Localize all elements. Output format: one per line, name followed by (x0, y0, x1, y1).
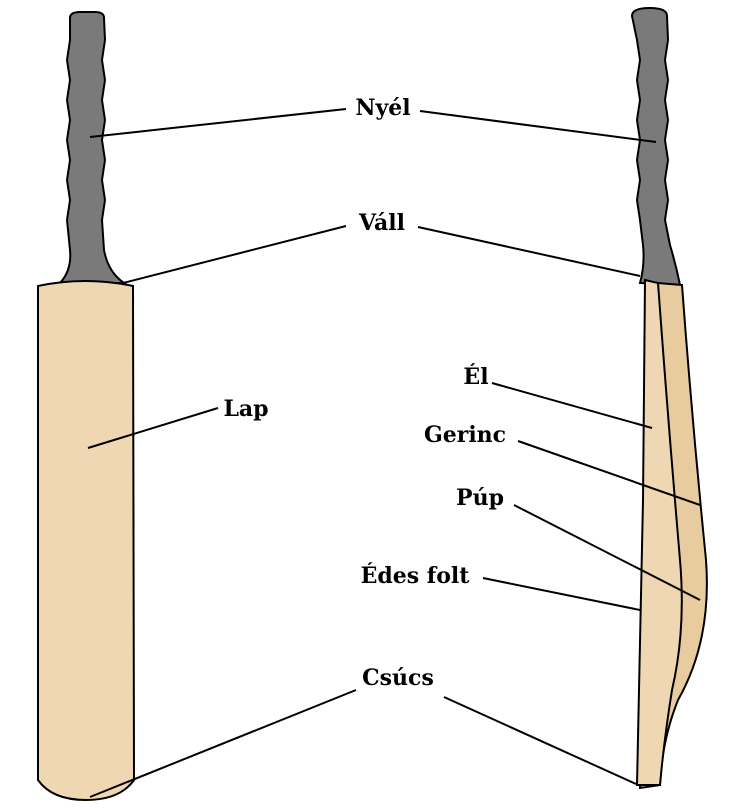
side-bat-handle (630, 6, 682, 287)
labels: Nyél Váll Lap Él Gerinc Púp Édes folt Cs… (223, 95, 506, 691)
leader-shoulder-left (122, 225, 347, 284)
leader-spine (517, 440, 701, 506)
leader-handle-right (419, 110, 657, 143)
label-edge: Él (463, 363, 488, 390)
leader-lines (87, 108, 701, 798)
leader-hump (513, 504, 701, 601)
leader-handle-left (89, 108, 347, 138)
leader-toe-left (89, 689, 357, 798)
leader-face (87, 407, 219, 449)
leader-edge (491, 382, 653, 429)
label-toe: Csúcs (362, 665, 434, 691)
leader-shoulder-right (417, 226, 641, 277)
front-bat-blade (37, 280, 136, 802)
leader-toe-right (443, 696, 637, 785)
leader-sweet-spot (482, 577, 641, 611)
label-shoulder: Váll (358, 210, 405, 236)
label-spine: Gerinc (424, 422, 506, 448)
front-bat-handle (57, 11, 128, 284)
side-view-bat (630, 6, 708, 790)
label-hump: Púp (456, 485, 504, 511)
label-handle: Nyél (355, 95, 410, 121)
side-bat-face-profile (635, 278, 683, 786)
label-sweet-spot: Édes folt (361, 562, 471, 589)
label-face: Lap (223, 396, 268, 422)
front-view-bat (37, 11, 136, 802)
